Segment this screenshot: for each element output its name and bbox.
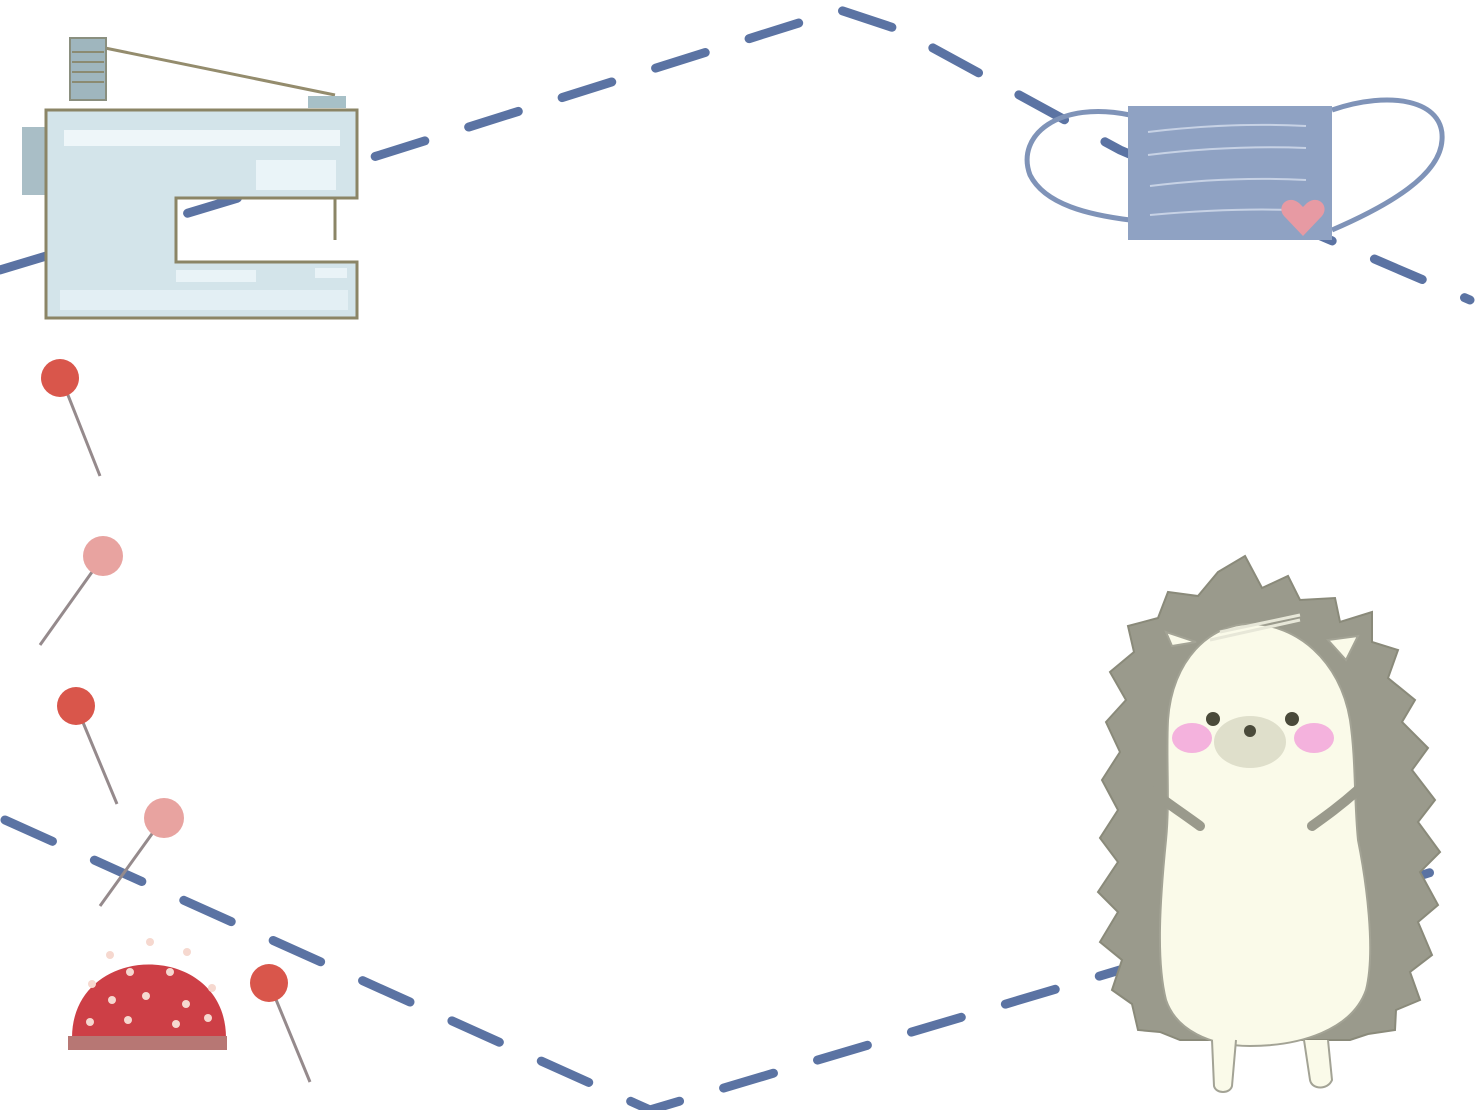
hedgehog-body bbox=[1158, 622, 1372, 1048]
pin-cushion bbox=[68, 938, 227, 1050]
machine-highlight bbox=[64, 130, 340, 146]
hedgehog-cheek-right bbox=[1294, 723, 1334, 753]
sewing-pins bbox=[38, 359, 312, 1083]
mask-strap-left bbox=[1024, 109, 1131, 223]
heart-icon bbox=[1281, 199, 1325, 236]
cushion-dots bbox=[86, 938, 216, 1028]
thread-guide bbox=[308, 96, 346, 108]
sewing-pin bbox=[98, 798, 184, 907]
hedgehog bbox=[1096, 554, 1442, 1093]
hedgehog-cheek-left bbox=[1172, 723, 1212, 753]
sewing-pin bbox=[57, 687, 119, 805]
sewing-pin bbox=[38, 536, 123, 646]
hedgehog-eye-left bbox=[1206, 712, 1220, 726]
sewing-machine bbox=[22, 37, 359, 320]
hedgehog-nose bbox=[1244, 725, 1256, 737]
sewing-pin bbox=[41, 359, 102, 477]
hedgehog-ear-right bbox=[1325, 634, 1360, 662]
face-mask bbox=[1024, 97, 1445, 240]
cushion-base bbox=[68, 1036, 227, 1050]
hedgehog-ear-left bbox=[1164, 630, 1197, 648]
hedgehog-arms bbox=[1145, 785, 1363, 831]
machine-thread bbox=[104, 46, 336, 97]
mask-strap-right bbox=[1331, 97, 1445, 233]
hedgehog-eye-right bbox=[1285, 712, 1299, 726]
mask-pleats bbox=[1147, 123, 1307, 216]
sewing-pin bbox=[250, 964, 312, 1083]
thread-spool bbox=[69, 37, 107, 101]
cushion-dome bbox=[72, 964, 226, 1038]
hedgehog-feet bbox=[1211, 1039, 1334, 1093]
